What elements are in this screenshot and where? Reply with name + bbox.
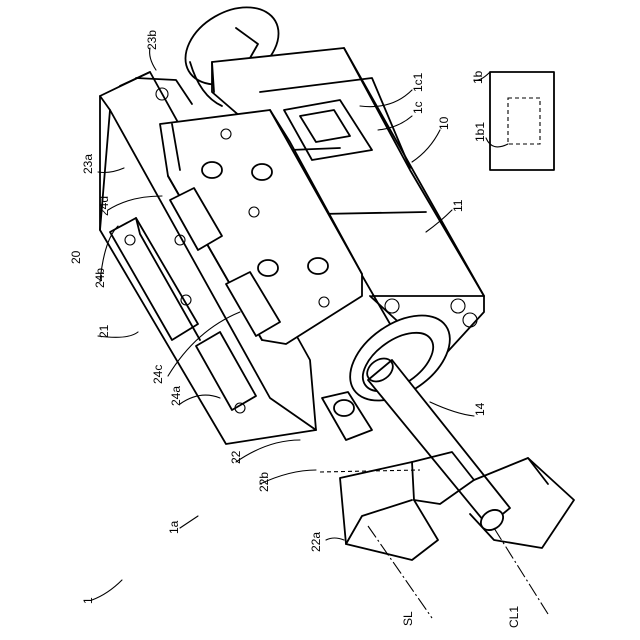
label-10: 10: [437, 116, 451, 130]
label-11: 11: [451, 199, 465, 212]
label-sl: SL: [401, 611, 415, 626]
controller-box: [490, 72, 554, 170]
label-23a: 23a: [81, 154, 95, 174]
label-24c: 24c: [151, 365, 165, 384]
label-22b: 22b: [257, 472, 271, 492]
label-1c1: 1c1: [411, 72, 425, 92]
label-1a: 1a: [167, 520, 181, 534]
label-14: 14: [473, 402, 487, 416]
label-cl1: CL1: [507, 606, 521, 628]
label-1b1: 1b1: [473, 122, 487, 142]
label-1: 1: [81, 597, 95, 604]
label-20: 20: [69, 250, 83, 264]
label-24a: 24a: [169, 386, 183, 406]
label-23b: 23b: [145, 30, 159, 50]
label-1c: 1c: [411, 101, 425, 114]
label-24b: 24b: [93, 268, 107, 288]
label-22: 22: [229, 450, 243, 464]
label-22a: 22a: [309, 532, 323, 552]
label-24d: 24d: [97, 196, 111, 216]
label-1b: 1b: [471, 70, 485, 84]
label-21: 21: [97, 324, 111, 338]
